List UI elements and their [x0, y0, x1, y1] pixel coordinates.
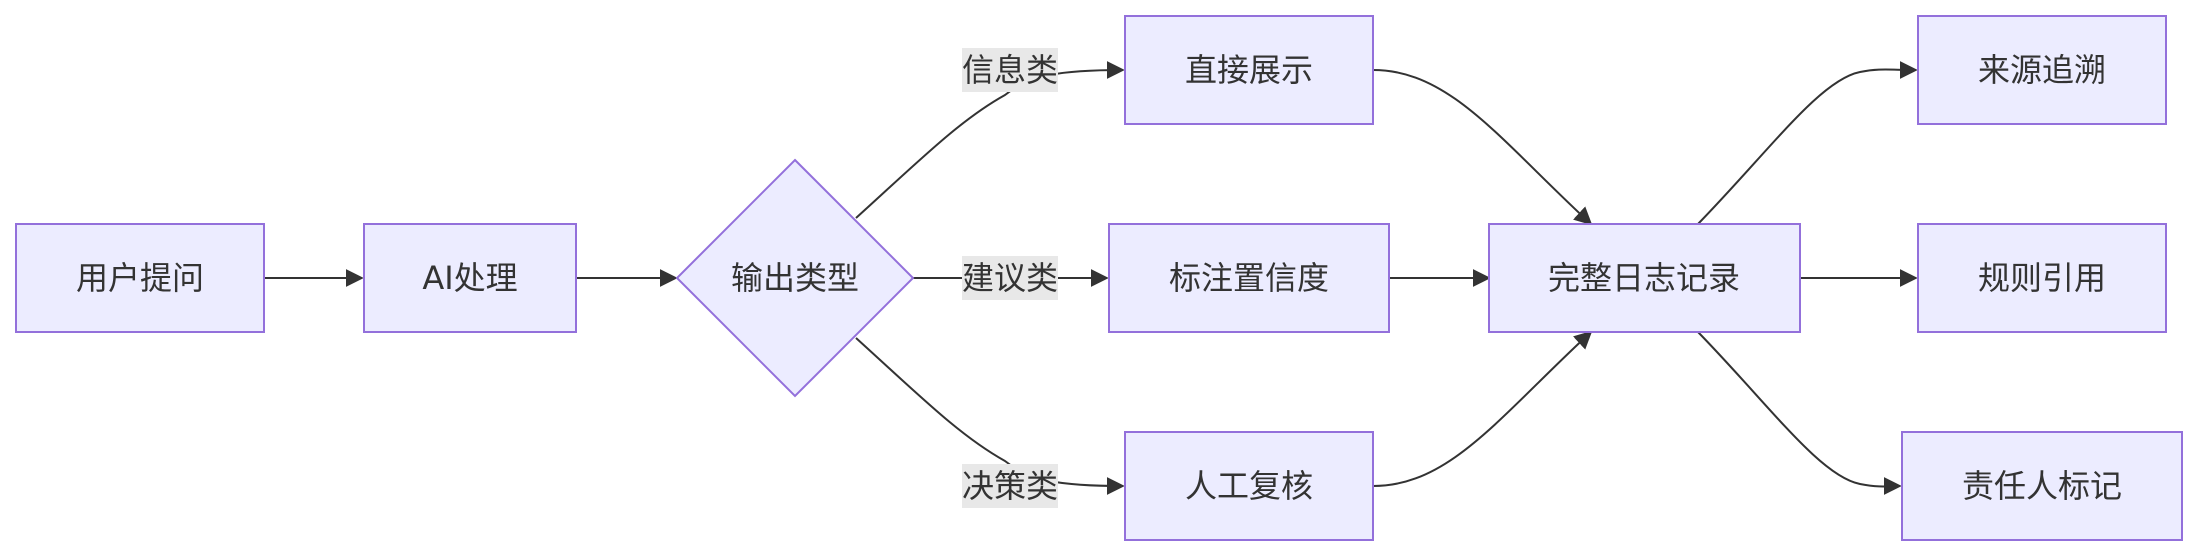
- edge-log-to-source: [1697, 60, 1918, 225]
- edge-review-to-log: [1372, 330, 1593, 487]
- node-rule-citation-label: 规则引用: [1978, 259, 2106, 297]
- node-manual-review-label: 人工复核: [1185, 467, 1313, 505]
- node-full-log[interactable]: 完整日志记录: [1488, 223, 1801, 333]
- node-source-trace-label: 来源追溯: [1978, 51, 2106, 89]
- node-mark-confidence-label: 标注置信度: [1169, 259, 1329, 297]
- node-owner-mark[interactable]: 责任人标记: [1901, 431, 2183, 541]
- edge-output-to-review: [855, 337, 1125, 495]
- node-rule-citation[interactable]: 规则引用: [1917, 223, 2167, 333]
- node-output-type-label: 输出类型: [731, 259, 859, 297]
- edge-label-decision: 决策类: [962, 464, 1058, 508]
- node-owner-mark-label: 责任人标记: [1962, 467, 2122, 505]
- node-mark-confidence[interactable]: 标注置信度: [1108, 223, 1390, 333]
- edge-direct-to-log: [1372, 69, 1593, 226]
- node-ai-processing-label: AI处理: [422, 259, 517, 297]
- edge-label-info: 信息类: [962, 48, 1058, 92]
- node-direct-display-label: 直接展示: [1185, 51, 1313, 89]
- edge-label-advice-text: 建议类: [962, 259, 1058, 297]
- edge-log-to-owner: [1697, 331, 1902, 496]
- node-user-question-label: 用户提问: [76, 259, 204, 297]
- node-full-log-label: 完整日志记录: [1548, 259, 1740, 297]
- edge-output-to-direct: [855, 61, 1125, 219]
- node-direct-display[interactable]: 直接展示: [1124, 15, 1374, 125]
- node-user-question[interactable]: 用户提问: [15, 223, 265, 333]
- node-manual-review[interactable]: 人工复核: [1124, 431, 1374, 541]
- edge-label-advice: 建议类: [962, 256, 1058, 300]
- edge-label-info-text: 信息类: [962, 51, 1058, 89]
- node-source-trace[interactable]: 来源追溯: [1917, 15, 2167, 125]
- node-ai-processing[interactable]: AI处理: [363, 223, 577, 333]
- edge-label-decision-text: 决策类: [962, 467, 1058, 505]
- node-output-type[interactable]: 输出类型: [675, 158, 915, 398]
